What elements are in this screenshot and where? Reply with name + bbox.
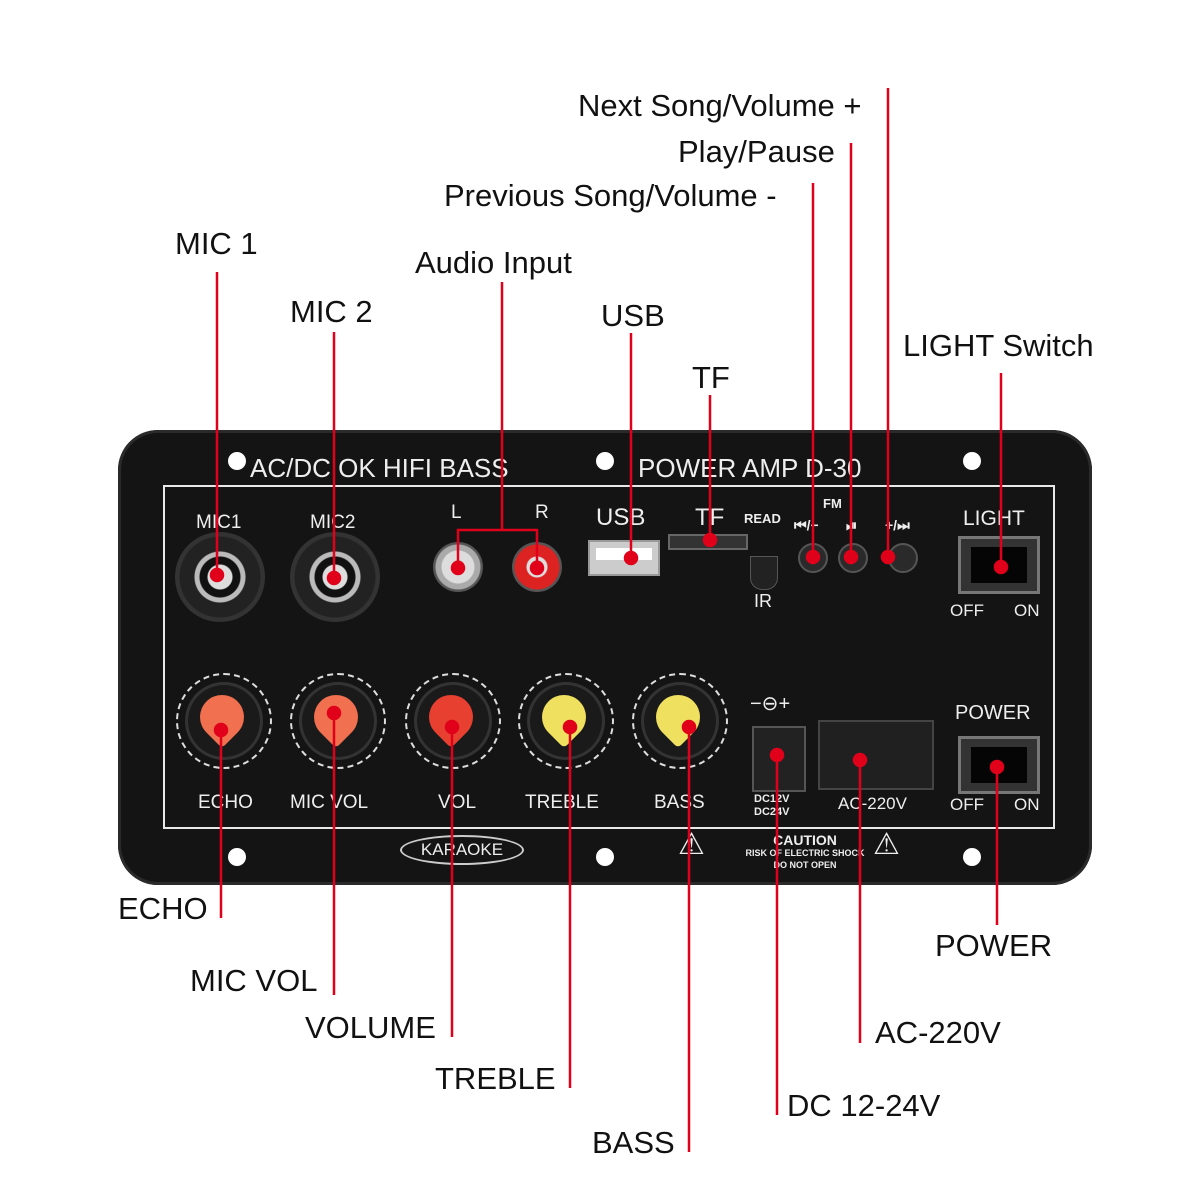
mounting-hole (963, 452, 981, 470)
panel-border (163, 485, 1055, 829)
usb-label: USB (596, 504, 646, 531)
ir-label: IR (754, 591, 772, 611)
callout-line-dc (769, 747, 785, 1115)
callout-line-power (989, 759, 1005, 925)
callout-line-treble (562, 719, 578, 1088)
mounting-hole (596, 848, 614, 866)
callout-line-mic-vol (326, 705, 342, 995)
callout-light-switch: LIGHT Switch (903, 328, 1094, 363)
ac-label: AC-220V (838, 794, 907, 813)
callout-line-play (843, 143, 859, 565)
callout-ac: AC-220V (875, 1015, 1001, 1050)
light-on-label: ON (1014, 601, 1040, 620)
bass-label: BASS (654, 792, 705, 813)
ir-receiver (750, 556, 778, 590)
caution-title: CAUTION (773, 832, 837, 848)
callout-mic-vol: MIC VOL (190, 963, 318, 998)
power-off-label: OFF (950, 795, 984, 814)
karaoke-badge: KARAOKE (400, 835, 524, 865)
echo-knob[interactable] (176, 673, 272, 769)
mounting-hole (228, 452, 246, 470)
callout-line-ac (852, 752, 868, 1043)
callout-line-mic1 (209, 272, 225, 583)
callout-mic1: MIC 1 (175, 226, 258, 261)
warning-icon: ⚠ (873, 828, 900, 861)
callout-tf: TF (692, 360, 730, 395)
callout-play-pause: Play/Pause (678, 134, 835, 169)
mic-vol-knob[interactable] (290, 673, 386, 769)
callout-line-echo (213, 722, 229, 918)
callout-echo: ECHO (118, 891, 208, 926)
callout-audio-input: Audio Input (415, 245, 572, 280)
callout-treble: TREBLE (435, 1061, 556, 1096)
vol-label: VOL (438, 792, 477, 813)
callout-next-song: Next Song/Volume + (578, 88, 862, 123)
bass-knob[interactable] (632, 673, 728, 769)
read-label: READ (744, 511, 781, 526)
mounting-hole (596, 452, 614, 470)
treble-label: TREBLE (525, 792, 599, 813)
mounting-hole (228, 848, 246, 866)
power-switch[interactable] (958, 736, 1040, 794)
callout-volume: VOLUME (305, 1010, 436, 1045)
mic1-label: MIC1 (196, 512, 242, 533)
warning-icon: ⚠ (678, 828, 705, 861)
callout-line-tf (702, 395, 718, 548)
next-label: +/⏭ (885, 517, 910, 533)
callout-mic2: MIC 2 (290, 294, 373, 329)
r-label: R (535, 502, 549, 523)
mounting-hole (963, 848, 981, 866)
callout-line-light (993, 373, 1009, 575)
mic2-label: MIC2 (310, 512, 356, 533)
light-label: LIGHT (963, 507, 1025, 530)
power-on-label: ON (1014, 795, 1040, 814)
callout-line-mic2 (326, 332, 342, 586)
callout-bass: BASS (592, 1125, 675, 1160)
caution-line2: DO NOT OPEN (773, 860, 837, 870)
power-label: POWER (955, 702, 1031, 724)
dc12v-label: DC12V (754, 793, 790, 805)
dc24v-label: DC24V (754, 806, 790, 818)
callout-line-volume (444, 719, 460, 1037)
echo-label: ECHO (198, 792, 253, 813)
callout-line-usb (623, 333, 639, 566)
callout-power: POWER (935, 928, 1053, 963)
callout-dc: DC 12-24V (787, 1088, 941, 1123)
callout-line-bass (681, 719, 697, 1152)
callout-line-audio-input (450, 282, 545, 576)
dc-polarity-symbol: −⊖+ (750, 693, 791, 715)
light-off-label: OFF (950, 601, 984, 620)
callout-line-next (880, 88, 896, 565)
fm-label: FM (823, 496, 842, 511)
header-right: POWER AMP D-30 (638, 453, 862, 483)
callout-usb: USB (601, 298, 665, 333)
header-left: AC/DC OK HIFI BASS (250, 453, 509, 483)
l-label: L (451, 502, 462, 523)
caution-line1: RISK OF ELECTRIC SHOCK (745, 848, 865, 858)
mic-vol-label: MIC VOL (290, 792, 369, 813)
callout-line-prev (805, 183, 821, 565)
callout-prev-song: Previous Song/Volume - (444, 178, 777, 213)
ac-socket[interactable] (818, 720, 934, 790)
